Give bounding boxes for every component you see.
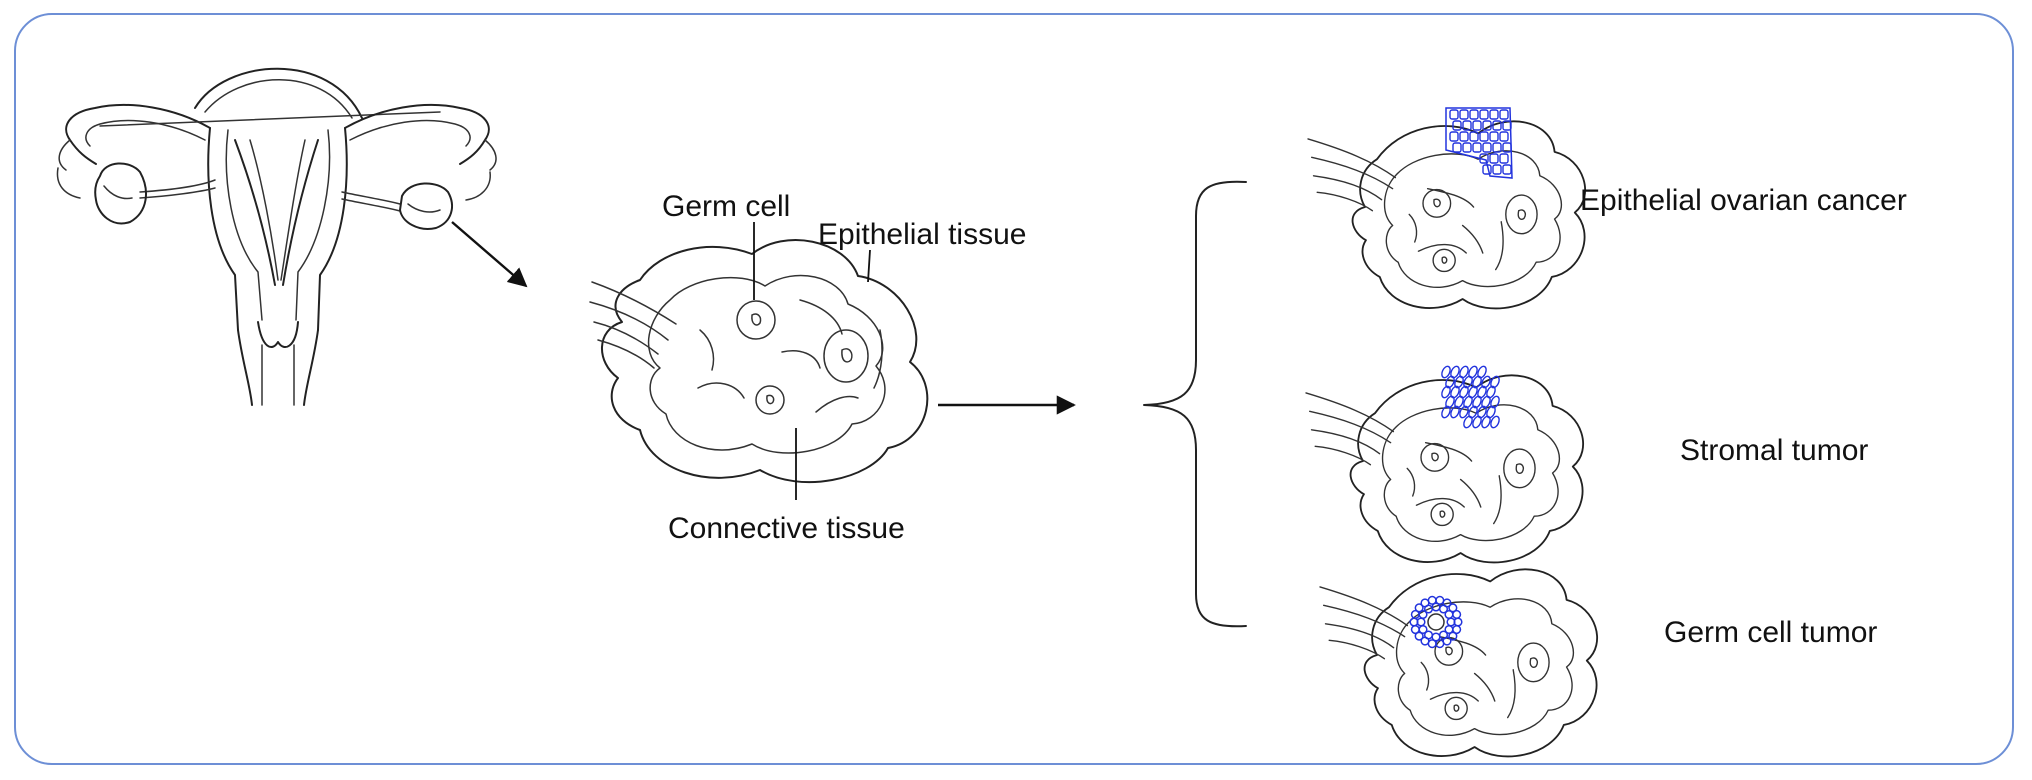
outcome-label: Epithelial ovarian cancer [1580,184,1907,217]
label-connective-tissue: Connective tissue [668,512,905,545]
arrow-to-ovary [451,221,528,288]
ovary-enlarged [589,222,929,500]
ovary-germ-cell-tumor [1319,568,1599,758]
germ-cell-tumor-mark [1409,595,1463,649]
outcome-label: Stromal tumor [1680,434,1868,467]
uterus-illustration [56,67,497,406]
outcome-label: Germ cell tumor [1664,616,1877,649]
epithelial-tumor-mark [1445,107,1513,179]
diagram-frame [14,13,2014,765]
ovary-stromal-tumor [1305,374,1585,564]
stromal-tumor-mark [1441,365,1500,429]
label-epithelial-tissue: Epithelial tissue [818,218,1026,251]
outcome-bracket [1143,180,1247,628]
label-germ-cell: Germ cell [662,190,790,223]
